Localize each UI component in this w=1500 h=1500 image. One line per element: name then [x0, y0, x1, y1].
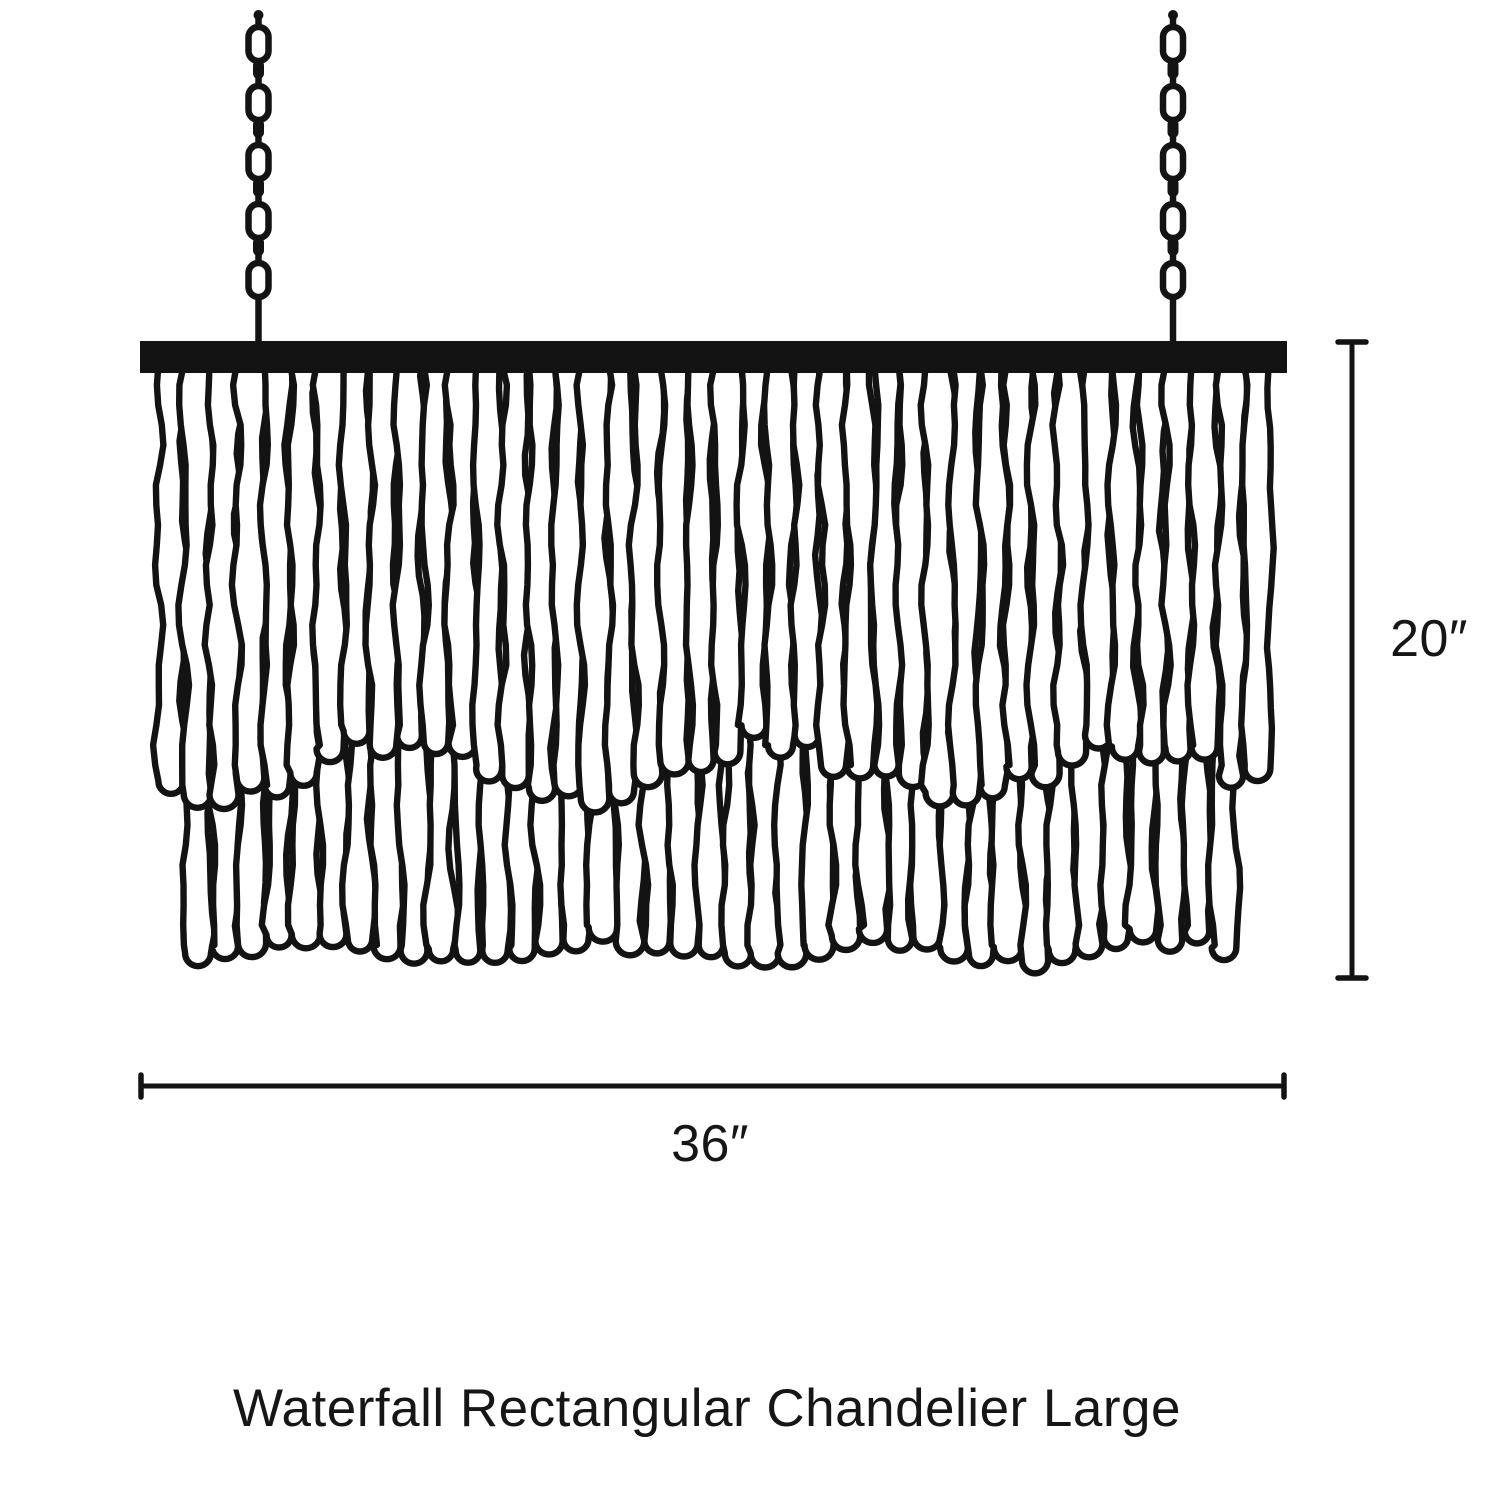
product-title: Waterfall Rectangular Chandelier Large: [233, 1379, 1181, 1438]
strand-tier-front: [149, 361, 1277, 816]
left-hanging-chain: [245, 10, 272, 356]
height-dimension-label: 20″: [1390, 610, 1468, 668]
height-dimension-line: 20″: [1335, 339, 1468, 981]
width-dimension-label: 36″: [671, 1115, 749, 1173]
width-dimension-line: 36″: [138, 1072, 1287, 1173]
right-hanging-chain: [1159, 10, 1187, 356]
chandelier-frame-bar: [140, 341, 1287, 373]
